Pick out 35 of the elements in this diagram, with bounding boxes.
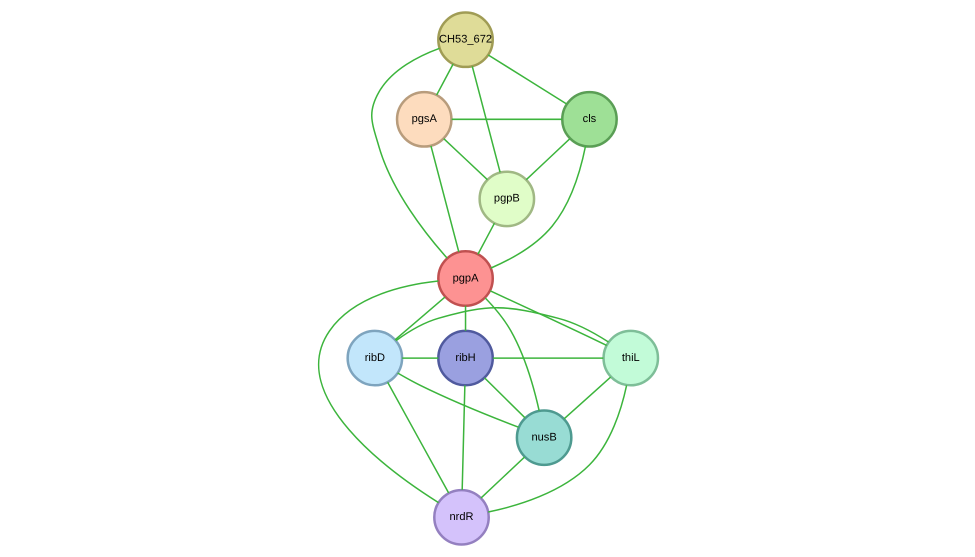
connector bbox=[476, 222, 495, 255]
connector bbox=[489, 290, 607, 346]
node-circle: pgsA bbox=[395, 90, 452, 148]
node-circle: ribH bbox=[436, 330, 494, 387]
connector bbox=[460, 385, 466, 490]
connector bbox=[451, 118, 562, 120]
connector bbox=[563, 376, 611, 420]
connector bbox=[525, 138, 570, 180]
connector bbox=[484, 298, 540, 411]
connector bbox=[394, 296, 445, 340]
connector bbox=[318, 280, 438, 504]
connector bbox=[487, 54, 566, 105]
connector bbox=[396, 372, 518, 428]
connector bbox=[370, 48, 448, 259]
connector bbox=[471, 66, 500, 172]
node-circle: pgpA bbox=[436, 250, 494, 307]
node-circle: nusB bbox=[515, 409, 572, 466]
connector bbox=[490, 146, 586, 269]
node-circle: ribD bbox=[346, 330, 403, 387]
connector bbox=[430, 146, 460, 252]
node-circle: cls bbox=[560, 90, 618, 148]
connector bbox=[402, 357, 438, 359]
connector bbox=[464, 306, 466, 331]
node-circle: thiL bbox=[602, 330, 659, 387]
connector bbox=[484, 377, 526, 418]
connector bbox=[492, 357, 603, 359]
connector bbox=[386, 382, 449, 494]
node-circle: nrdR bbox=[432, 488, 490, 546]
connector bbox=[435, 64, 454, 96]
node-circle: CH53_672 bbox=[436, 11, 494, 68]
connector bbox=[480, 456, 525, 499]
node-circle: pgpB bbox=[478, 170, 535, 228]
connector bbox=[395, 307, 608, 343]
connector bbox=[442, 138, 488, 180]
connector bbox=[488, 385, 627, 513]
